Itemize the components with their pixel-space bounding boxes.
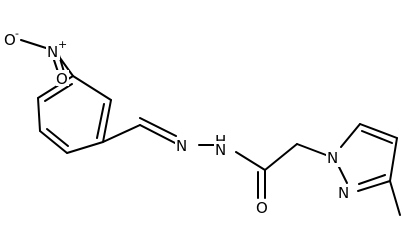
atom-n-plus: N <box>47 43 58 61</box>
atom-labels: O - N + O N H N O N N <box>2 27 351 217</box>
bond-ring-6 <box>72 75 112 101</box>
atom-nh-nitrogen: N <box>215 141 226 159</box>
atom-n-pyrazole-2: N <box>338 184 349 202</box>
bond-ring-4 <box>66 141 104 154</box>
atom-n-plus-charge: + <box>58 38 67 51</box>
bond-co-ch2 <box>264 143 298 171</box>
bond-ch-n-double <box>139 117 177 137</box>
atom-o-minus-charge: - <box>15 27 19 40</box>
bond-pz-n1-c5 <box>340 123 361 148</box>
bonds <box>20 39 401 216</box>
bond-pz-c5-c4 <box>359 123 398 139</box>
bond-ring-3 <box>39 130 68 154</box>
bond-pz-c3-n2 <box>357 180 391 192</box>
atom-n-pyrazole-1: N <box>327 149 338 167</box>
bond-ring-2 <box>37 97 41 132</box>
bond-ring-ch <box>102 124 141 143</box>
bond-ring-3-inner <box>46 128 69 147</box>
bond-ring-1-inner <box>44 83 73 102</box>
bond-ring-5 <box>102 99 112 143</box>
atom-o-minus: O <box>4 31 16 49</box>
bond-ch-n <box>139 124 176 144</box>
atom-o-nitro: O <box>56 70 68 88</box>
bond-nh-co <box>235 151 266 171</box>
bond-n-ring <box>59 57 74 77</box>
bond-pz-c5-c4-inner <box>361 130 393 144</box>
bond-pz-c3-n2-inner <box>358 174 386 185</box>
bond-pz-c4-c3 <box>389 137 398 182</box>
bond-o-n-nitro <box>20 39 47 49</box>
atom-o-carbonyl: O <box>256 199 268 217</box>
bond-methyl <box>389 180 401 216</box>
bond-ring-5-inner <box>96 103 105 139</box>
bond-pz-n2-n1 <box>337 164 348 184</box>
atom-n-imine: N <box>176 137 187 155</box>
bond-ch2-n <box>296 143 327 156</box>
